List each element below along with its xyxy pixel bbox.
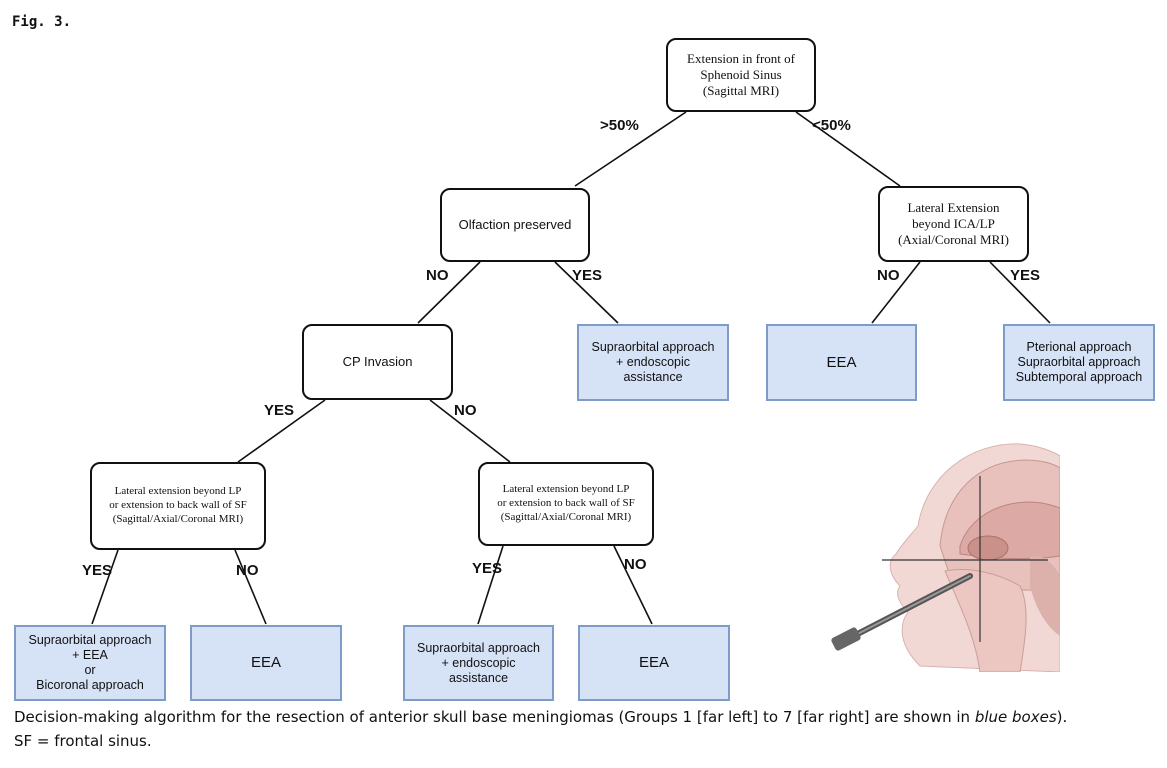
- edge-label-mid-no: NO: [624, 556, 647, 573]
- figure-label: Fig. 3.: [12, 14, 72, 30]
- caption-abbreviation-line: SF = frontal sinus.: [14, 732, 152, 750]
- outcome-eea-top: EEA: [766, 324, 917, 401]
- edge-root-lateral: [795, 111, 901, 187]
- edge-cp-left: [237, 399, 326, 463]
- edge-olf-cp: [417, 261, 481, 324]
- outcome-pterional-approach: Pterional approach Supraorbital approach…: [1003, 324, 1155, 401]
- edge-label-left-yes: YES: [82, 562, 113, 579]
- caption-emphasis: blue boxes: [974, 708, 1057, 726]
- head-anatomy-illustration: [831, 443, 1060, 672]
- outcome-supraorbital-eea-bicoronal: Supraorbital approach + EEA or Bicoronal…: [14, 625, 166, 701]
- edge-label-olfaction-yes: YES: [572, 267, 603, 284]
- edge-label-lateral-no: NO: [877, 267, 900, 284]
- edge-label-left-no: NO: [236, 562, 259, 579]
- edge-root-olfaction: [574, 111, 687, 187]
- node-sphenoid-extension: Extension in front of Sphenoid Sinus (Sa…: [666, 38, 816, 112]
- caption-text-part1: Decision-making algorithm for the resect…: [14, 708, 975, 726]
- edge-label-lateral-yes: YES: [1010, 267, 1041, 284]
- outcome-eea-left: EEA: [190, 625, 342, 701]
- edge-label-cp-yes: YES: [264, 402, 295, 419]
- figure-caption: Decision-making algorithm for the resect…: [14, 705, 1164, 753]
- edge-label-lt50: <50%: [812, 117, 851, 134]
- edge-olf-supraorbital: [554, 261, 619, 324]
- edge-mid-supraorbital: [477, 545, 504, 625]
- outcome-eea-bottom: EEA: [578, 625, 730, 701]
- edge-cp-mid: [429, 399, 511, 463]
- node-cp-invasion: CP Invasion: [302, 324, 453, 400]
- node-olfaction-preserved: Olfaction preserved: [440, 188, 590, 262]
- edge-label-gt50: >50%: [600, 117, 639, 134]
- edge-left-supraorbital: [91, 549, 119, 625]
- outcome-supraorbital-endoscopic-top: Supraorbital approach + endoscopic assis…: [577, 324, 729, 401]
- outcome-supraorbital-endoscopic-bottom: Supraorbital approach + endoscopic assis…: [403, 625, 554, 701]
- caption-text-part2: ).: [1056, 708, 1068, 726]
- edge-label-cp-no: NO: [454, 402, 477, 419]
- edge-lat-eea: [871, 261, 921, 324]
- edge-label-mid-yes: YES: [472, 560, 503, 577]
- node-lateral-extension-mid: Lateral extension beyond LP or extension…: [478, 462, 654, 546]
- edge-label-olfaction-no: NO: [426, 267, 449, 284]
- edge-mid-eea: [613, 545, 653, 625]
- edge-lat-pterional: [989, 261, 1051, 324]
- node-lateral-extension-ica: Lateral Extension beyond ICA/LP (Axial/C…: [878, 186, 1029, 262]
- node-lateral-extension-left: Lateral extension beyond LP or extension…: [90, 462, 266, 550]
- edge-left-eea: [234, 549, 267, 625]
